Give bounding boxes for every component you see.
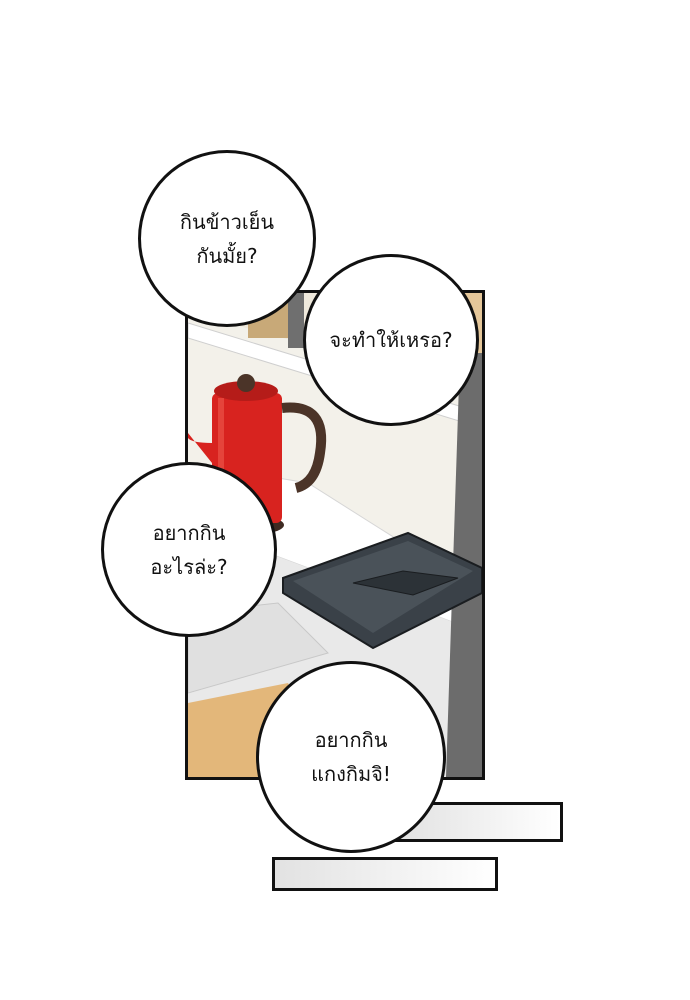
tray-icon [282,531,482,650]
speech-bubble-text: กินข้าวเย็น กันมั้ย? [179,209,275,268]
shelf-item-dark [288,293,304,348]
speech-bubble-text: อยากกิน อะไรล่ะ? [150,520,228,579]
speech-bubble-text: จะทำให้เหรอ? [329,328,453,352]
speech-bubble-3: อยากกิน อะไรล่ะ? [101,462,277,637]
decorative-bar-lower [272,857,498,891]
speech-bubble-2: จะทำให้เหรอ? [303,254,479,426]
speech-bubble-1: กินข้าวเย็น กันมั้ย? [138,150,316,327]
speech-bubble-4: อยากกิน แกงกิมจิ! [256,661,446,853]
speech-bubble-text: อยากกิน แกงกิมจิ! [311,728,391,786]
